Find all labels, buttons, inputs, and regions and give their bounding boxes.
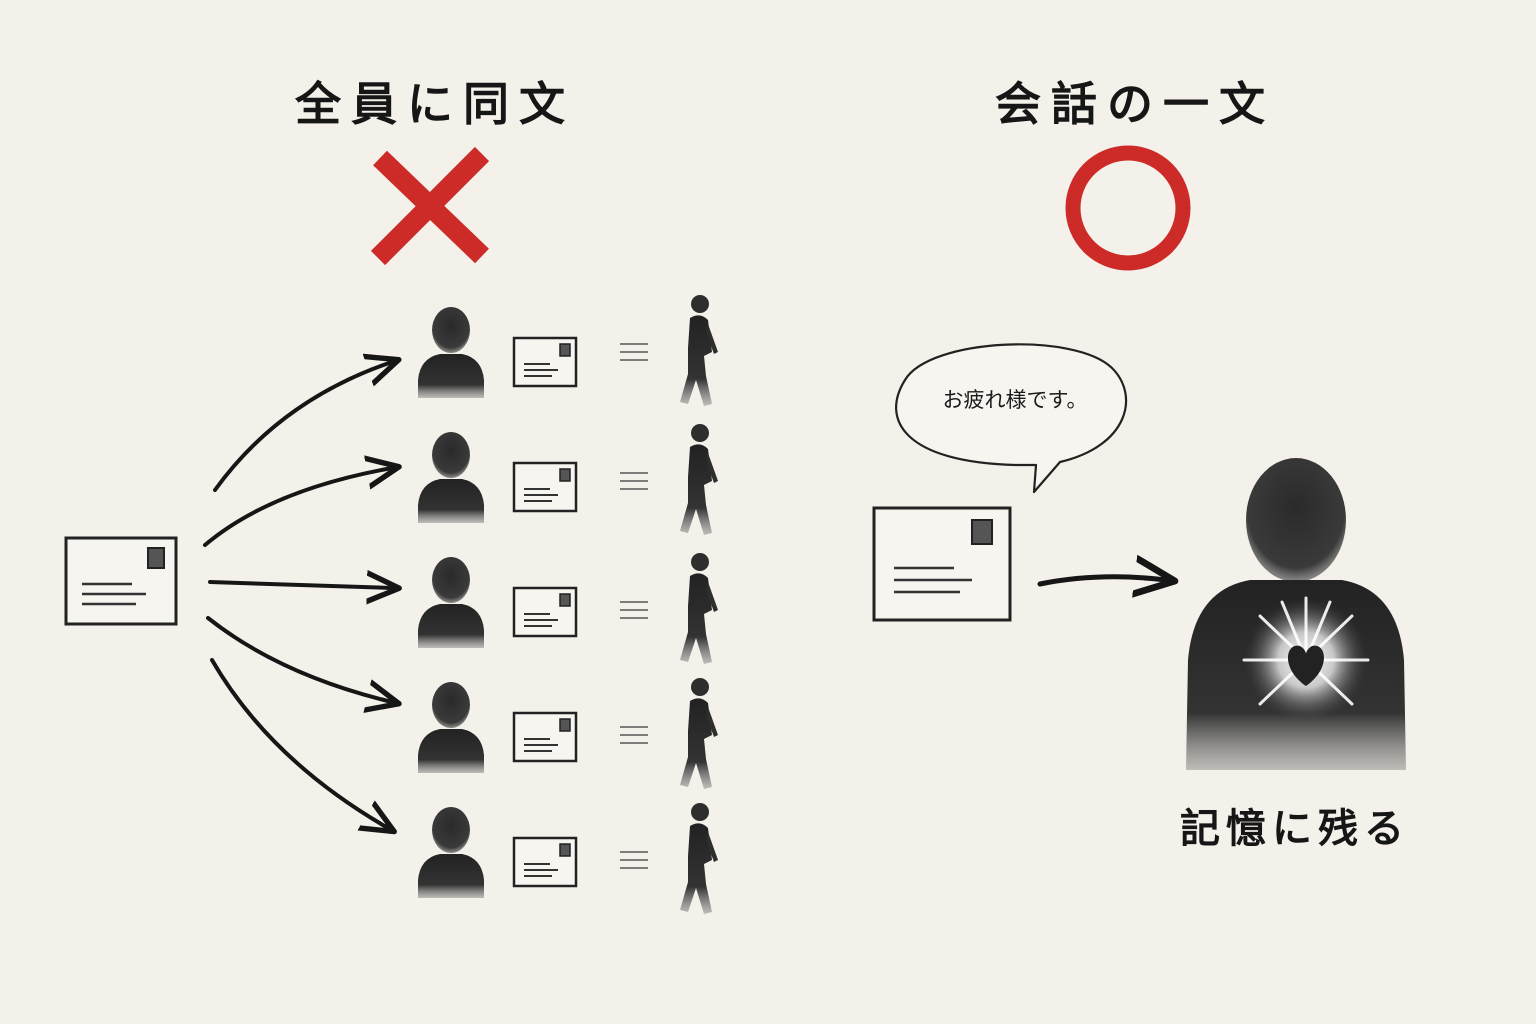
recipient-row — [418, 294, 719, 407]
recipient-row — [418, 423, 719, 536]
source-envelope-icon — [64, 536, 178, 626]
arrow-icon — [210, 658, 388, 828]
walking-person-icon — [619, 552, 719, 665]
fan-out-arrows — [203, 362, 392, 828]
person-silhouette-icon — [418, 432, 484, 523]
walking-person-icon — [619, 423, 719, 536]
glowing-heart-icon — [1242, 596, 1370, 722]
envelope-icon — [872, 506, 1012, 622]
recipient-row — [418, 802, 719, 915]
speech-bubble-icon — [895, 343, 1128, 494]
speech-bubble-text: お疲れ様です。 — [942, 388, 1088, 412]
right-title: 会話の一文 — [995, 77, 1275, 131]
left-title: 全員に同文 — [295, 77, 575, 131]
envelope-icon — [512, 336, 578, 388]
walking-person-icon — [619, 677, 719, 790]
circle-mark-icon — [1065, 145, 1191, 271]
person-silhouette-icon — [418, 682, 484, 773]
envelope-icon — [512, 461, 578, 513]
recipient-row — [418, 677, 719, 790]
person-silhouette-icon — [418, 307, 484, 398]
walking-person-icon — [619, 802, 719, 915]
envelope-icon — [512, 711, 578, 763]
arrow-icon — [203, 468, 392, 547]
arrow-icon — [213, 362, 392, 492]
person-silhouette-icon — [418, 807, 484, 898]
arrow-icon — [208, 582, 392, 588]
cross-mark-icon — [370, 146, 490, 266]
recipient-row — [418, 552, 719, 665]
envelope-icon — [512, 586, 578, 638]
person-silhouette-icon — [418, 557, 484, 648]
caption: 記憶に残る — [1180, 805, 1410, 852]
walking-person-icon — [619, 294, 719, 407]
envelope-icon — [512, 836, 578, 888]
arrow-icon — [206, 616, 392, 702]
arrow-icon — [1037, 577, 1166, 584]
